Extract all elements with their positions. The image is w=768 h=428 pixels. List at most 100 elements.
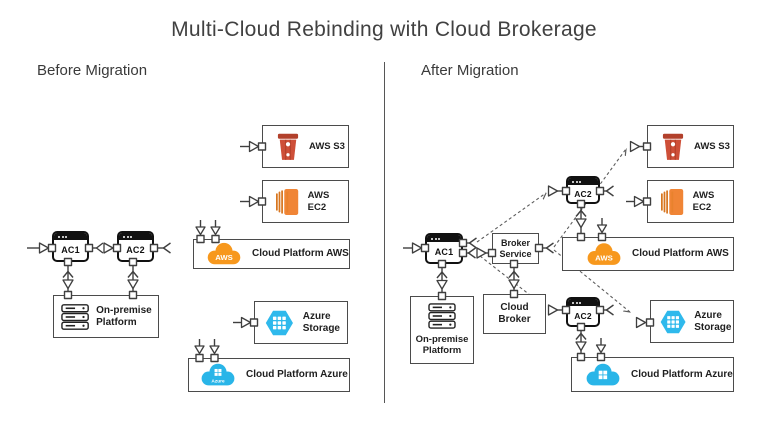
node-cloud-broker: Cloud Broker: [483, 294, 546, 334]
titlebar-dot: [431, 237, 433, 240]
node-cloud-platform-aws-after: AWS Cloud Platform AWS: [562, 237, 734, 271]
section-divider: [384, 62, 385, 403]
azure-storage-hexagon-icon: [660, 310, 686, 333]
provided-interface-triangle: [596, 224, 608, 234]
required-socket: [62, 270, 74, 278]
provided-interface-triangle: [629, 140, 641, 153]
node-ac1-before: AC1: [52, 231, 89, 262]
titlebar-dot: [123, 235, 125, 238]
node-onpremise-platform-after: On-premise Platform: [410, 296, 474, 364]
azure-cloud-icon: Azure: [201, 363, 235, 386]
window-titlebar: [54, 233, 87, 240]
aws-logo-text: AWS: [595, 253, 613, 262]
required-socket: [575, 209, 587, 217]
node-label: Azure Storage: [302, 310, 340, 334]
node-azure-storage-before: Azure Storage: [254, 301, 348, 344]
ac-label: AC1: [434, 247, 454, 257]
node-aws-ec2-before: AWS EC2: [262, 180, 349, 223]
titlebar-dot: [130, 235, 133, 238]
window-titlebar: [568, 299, 598, 306]
provided-interface-triangle: [195, 226, 206, 236]
aws-ec2-icon: [661, 188, 684, 215]
required-socket: [467, 247, 476, 259]
node-label: AWS EC2: [307, 190, 330, 213]
ac-label: AC2: [126, 245, 145, 255]
titlebar-dot: [434, 237, 437, 240]
titlebar-dot: [575, 301, 578, 304]
aws-s3-bucket-icon: [277, 133, 299, 160]
windows-flag-icon: [214, 368, 222, 376]
titlebar-dot: [575, 180, 578, 183]
node-aws-ec2-after: AWS EC2: [647, 180, 734, 223]
provided-interface-triangle: [547, 185, 559, 197]
titlebar-dot: [572, 180, 574, 183]
required-socket: [95, 242, 104, 254]
node-ac2-azure-after: AC2: [566, 297, 600, 327]
node-label: AWS S3: [694, 140, 730, 152]
node-label: On-premise Platform: [415, 334, 469, 357]
node-ac2-before: AC2: [117, 231, 154, 262]
provided-interface-triangle: [411, 242, 423, 254]
node-ac2-aws-after: AC2: [566, 176, 600, 204]
node-label: Cloud Platform Azure: [246, 369, 348, 381]
aws-logo-text: AWS: [215, 253, 233, 262]
required-socket: [545, 242, 554, 254]
before-migration-label: Before Migration: [37, 62, 148, 79]
node-cloud-platform-azure-after: Cloud Platform Azure: [571, 357, 734, 392]
server-rack-icon: [428, 303, 456, 329]
node-label: AWS EC2: [692, 190, 715, 213]
required-socket: [436, 271, 448, 279]
provided-interface-triangle: [633, 195, 645, 208]
windows-flag-icon: [598, 370, 608, 379]
required-socket: [468, 237, 477, 249]
provided-interface-triangle: [575, 218, 587, 229]
provided-interface-triangle: [248, 195, 260, 208]
provided-interface-triangle: [240, 316, 252, 329]
node-label: Broker Service: [499, 237, 532, 259]
node-onpremise-platform-before: On-premise Platform: [53, 295, 159, 338]
provided-interface-triangle: [127, 279, 139, 290]
required-socket: [162, 242, 171, 254]
provided-interface-triangle: [508, 279, 520, 290]
window-titlebar: [119, 233, 152, 240]
node-label: Cloud Platform Azure: [631, 368, 733, 380]
azure-cloud-icon: [586, 363, 620, 385]
ac-label: AC1: [61, 245, 80, 255]
required-socket: [127, 270, 139, 278]
required-socket: [508, 270, 520, 278]
connector-ac2-platform-before: [127, 257, 139, 300]
required-socket: [575, 332, 587, 340]
node-azure-storage-after: Azure Storage: [650, 300, 734, 343]
titlebar-dot: [61, 235, 64, 238]
required-socket: [605, 304, 614, 316]
node-label: Cloud Broker: [498, 302, 531, 325]
titlebar-dot: [572, 301, 574, 304]
provided-interface-triangle: [209, 345, 220, 355]
connector-ac1-broker-after: [458, 247, 497, 259]
azure-logo-text: Azure: [211, 378, 225, 384]
window-titlebar: [427, 235, 461, 242]
node-cloud-platform-azure-before: Azure Cloud Platform Azure: [188, 358, 350, 392]
provided-interface-triangle: [194, 345, 205, 355]
node-label: Cloud Platform AWS: [632, 248, 729, 260]
node-broker-service: Broker Service: [492, 233, 539, 264]
ac-label: AC2: [574, 188, 592, 199]
titlebar-dot: [65, 235, 68, 238]
provided-interface-triangle: [436, 279, 448, 290]
node-label: Azure Storage: [694, 309, 732, 333]
titlebar-dot: [438, 237, 441, 240]
titlebar-dot: [579, 301, 582, 304]
window-titlebar: [568, 178, 598, 185]
aws-cloud-icon: AWS: [587, 242, 621, 265]
node-label: AWS S3: [309, 140, 345, 152]
after-migration-label: After Migration: [421, 62, 519, 79]
node-label: On-premise Platform: [96, 304, 152, 328]
aws-s3-bucket-icon: [662, 133, 684, 160]
provided-interface-triangle: [103, 242, 114, 254]
provided-interface-triangle: [248, 140, 260, 153]
page-title: Multi-Cloud Rebinding with Cloud Brokera…: [171, 18, 597, 41]
connector-broker-cloudbroker: [508, 259, 520, 299]
provided-interface-triangle: [38, 242, 50, 254]
connector-ac1-platform-after: [436, 259, 448, 301]
